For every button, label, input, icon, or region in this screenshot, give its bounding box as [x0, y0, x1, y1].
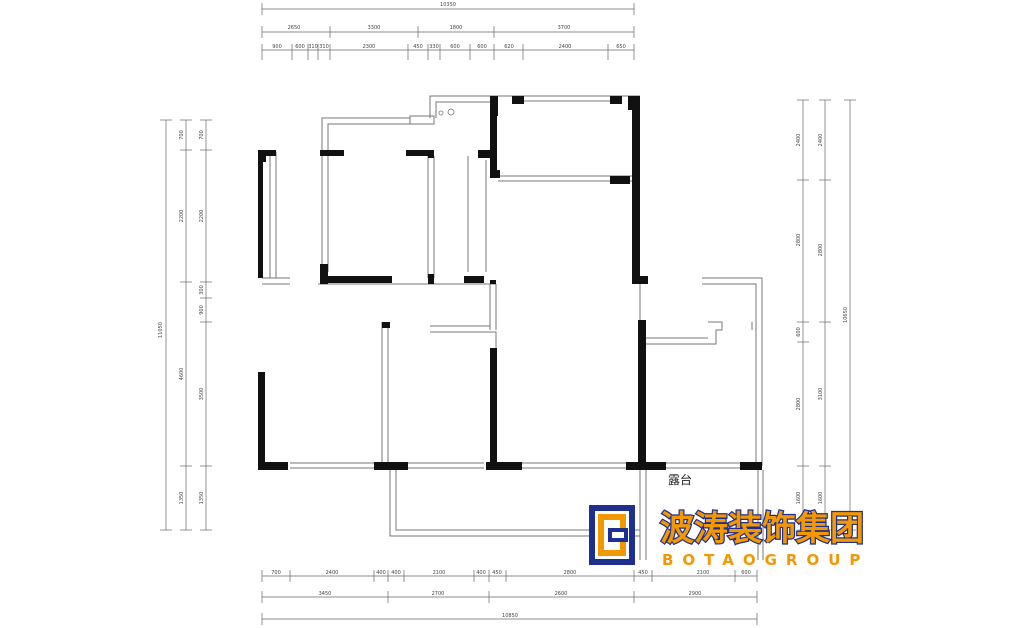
- dim-bottom-total: 10850: [502, 613, 518, 619]
- dim-bottom-row1: 2800: [564, 570, 577, 576]
- dim-right-total: 10650: [843, 307, 849, 323]
- dim-left-inner: 300: [199, 285, 205, 295]
- dim-top-total: 10350: [440, 2, 456, 8]
- dim-bottom-row1: 450: [492, 570, 502, 576]
- dim-left-inner: 2200: [199, 210, 205, 223]
- dim-top-row2: 3300: [368, 25, 381, 31]
- thin-walls: [262, 95, 764, 560]
- dim-top-row3: 600: [295, 44, 305, 50]
- dim-bottom-row2: 2900: [689, 591, 702, 597]
- dim-bottom-row2: 3450: [319, 591, 332, 597]
- dim-right-outer: 1600: [818, 492, 824, 505]
- dim-top-row3: 330: [429, 44, 439, 50]
- toilet-fixture: [438, 108, 455, 116]
- bottom-dimensions: [261, 570, 758, 625]
- dim-top-row3: 650: [616, 44, 626, 50]
- botao-group-logo: 波涛装饰集团 BOTAOGROUP: [589, 505, 869, 569]
- dim-left-inner: 1350: [199, 492, 205, 505]
- dim-bottom-row2: 2700: [432, 591, 445, 597]
- dim-right-inner: 2800: [796, 398, 802, 411]
- dim-top-row2: 1800: [450, 25, 463, 31]
- top-dimension-texts: 10350 2650 3300 1800 3700 900 600 310 31…: [272, 2, 626, 50]
- dim-top-row3: 2300: [363, 44, 376, 50]
- right-dimension-texts: 2400 2800 600 2800 1600 2400 2800 3100 1…: [796, 134, 849, 505]
- dim-top-row3: 450: [413, 44, 423, 50]
- logo-name-cn: 波涛装饰集团: [660, 509, 864, 549]
- dim-left-inner: 900: [199, 305, 205, 315]
- dim-right-inner: 2800: [796, 234, 802, 247]
- dim-bottom-row1: 400: [476, 570, 486, 576]
- dim-top-row3: 900: [272, 44, 282, 50]
- dim-bottom-row1: 2400: [326, 570, 339, 576]
- right-dimensions: [797, 99, 856, 531]
- dim-right-inner: 600: [796, 327, 802, 337]
- dim-left-inner: 3500: [199, 388, 205, 401]
- dim-top-row3: 310: [319, 44, 329, 50]
- dim-bottom-row1: 2100: [697, 570, 710, 576]
- logo-mark-icon: [589, 505, 635, 565]
- dim-left-outer: 2200: [179, 210, 185, 223]
- structural-walls: [258, 96, 762, 470]
- dim-right-inner: 2400: [796, 134, 802, 147]
- dim-bottom-row2: 2600: [555, 591, 568, 597]
- logo-name-en: BOTAOGROUP: [662, 551, 869, 569]
- dim-bottom-row1: 400: [391, 570, 401, 576]
- dim-right-outer: 2400: [818, 134, 824, 147]
- dim-bottom-row1: 600: [741, 570, 751, 576]
- dim-bottom-row1: 2100: [433, 570, 446, 576]
- dim-right-inner: 1600: [796, 492, 802, 505]
- left-dimension-texts: 11050 700 2200 4600 1350 700 2200 300 90…: [158, 130, 205, 504]
- dim-left-total: 11050: [158, 322, 164, 338]
- left-dimensions: [160, 119, 212, 531]
- dim-top-row2: 2650: [288, 25, 301, 31]
- dim-top-row3: 310: [308, 44, 318, 50]
- dim-bottom-row1: 450: [638, 570, 648, 576]
- dim-top-row2: 3700: [558, 25, 571, 31]
- room-label-terrace: 露台: [668, 472, 692, 487]
- dim-left-outer: 4600: [179, 368, 185, 381]
- dim-top-row3: 600: [450, 44, 460, 50]
- dim-left-inner: 700: [199, 130, 205, 140]
- bottom-dimension-texts: 700 2400 400 400 2100 400 450 2800 450 2…: [271, 570, 751, 619]
- top-dimensions: [261, 3, 635, 60]
- dim-top-row3: 600: [477, 44, 487, 50]
- dim-top-row3: 620: [504, 44, 514, 50]
- dim-bottom-row1: 400: [376, 570, 386, 576]
- dim-bottom-row1: 700: [271, 570, 281, 576]
- dim-top-row3: 2400: [559, 44, 572, 50]
- dim-right-outer: 3100: [818, 388, 824, 401]
- dim-right-outer: 2800: [818, 244, 824, 257]
- dim-left-outer: 1350: [179, 492, 185, 505]
- dim-left-outer: 700: [179, 130, 185, 140]
